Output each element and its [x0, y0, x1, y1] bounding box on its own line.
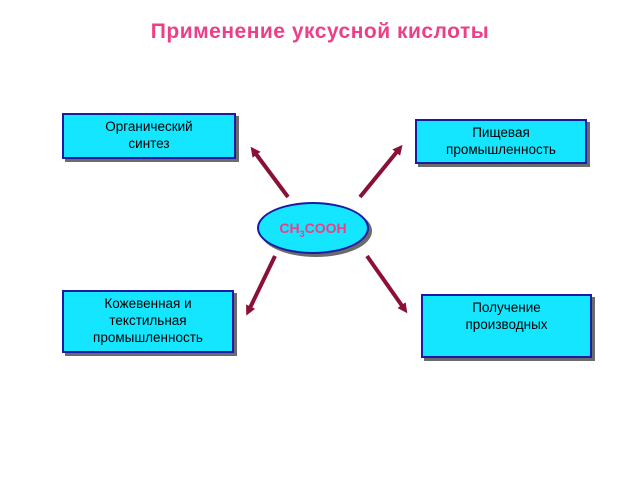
formula-part: CH	[279, 220, 300, 236]
node-line: промышленность	[446, 142, 556, 157]
node-derivatives: Получение производных	[421, 294, 592, 358]
node-line: Получение	[472, 300, 541, 315]
node-line: Кожевенная и	[104, 296, 192, 311]
center-formula: CH3COOH	[257, 202, 369, 254]
node-line: производных	[465, 317, 548, 332]
node-line: текстильная	[109, 313, 187, 328]
node-leather-textile-industry: Кожевенная и текстильная промышленность	[62, 290, 234, 353]
page-title: Применение уксусной кислоты	[150, 20, 490, 43]
formula-part: COOH	[304, 220, 347, 236]
arrow-to-top-left	[250, 146, 290, 199]
node-line: синтез	[128, 136, 170, 151]
node-line: Органический	[105, 119, 193, 134]
arrow-to-bottom-left	[246, 255, 277, 316]
arrow-to-bottom-right	[365, 254, 408, 314]
formula-subscript: 3	[299, 228, 305, 239]
arrow-to-top-right	[358, 144, 403, 199]
node-line: промышленность	[93, 330, 203, 345]
node-line: Пищевая	[472, 125, 530, 140]
node-organic-synthesis: Органический синтез	[62, 113, 236, 159]
node-food-industry: Пищевая промышленность	[415, 119, 587, 164]
